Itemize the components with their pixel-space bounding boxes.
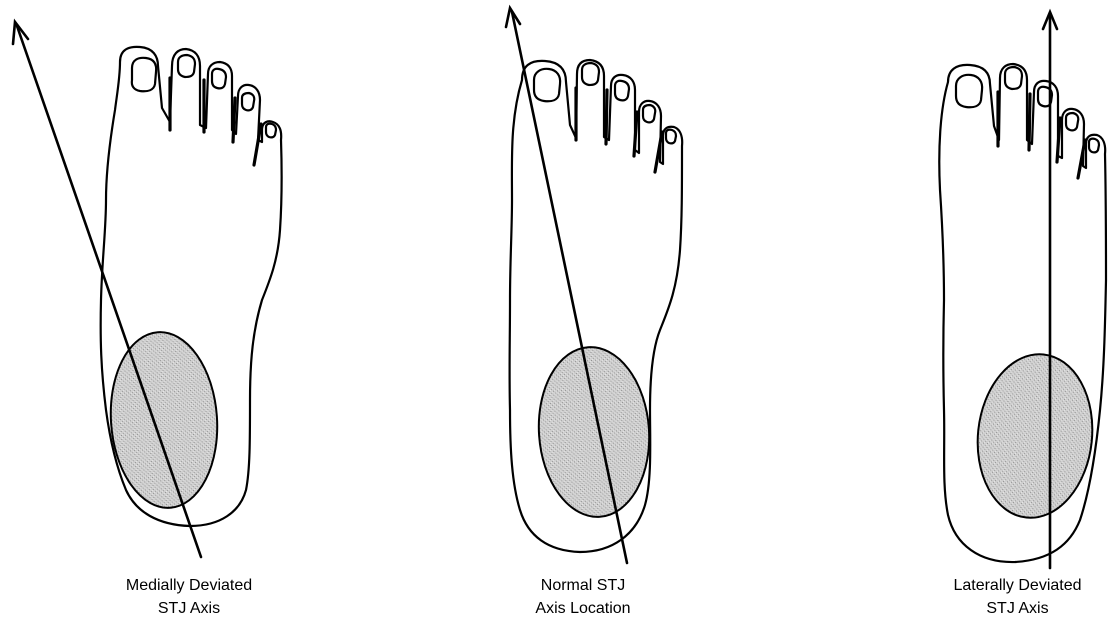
toenail-normal-5: [666, 130, 676, 144]
stj-axis-arrow-medial: [13, 22, 201, 557]
toenail-lateral-2: [1005, 67, 1022, 89]
caption-normal-line1: Normal STJ: [498, 574, 668, 597]
caption-normal-line2: Axis Location: [498, 597, 668, 620]
toenail-medial-3: [212, 69, 226, 89]
caption-medial-line1: Medially Deviated: [94, 574, 284, 597]
toenail-medial-1: [132, 58, 156, 91]
caption-lateral-line2: STJ Axis: [924, 597, 1111, 620]
toenail-normal-2: [582, 63, 599, 85]
toenail-medial-2: [178, 55, 195, 77]
caption-medial-line2: STJ Axis: [94, 597, 284, 620]
toenail-lateral-5: [1089, 139, 1099, 153]
caption-medially-deviated: Medially Deviated STJ Axis: [94, 574, 284, 620]
toenail-medial-4: [242, 93, 254, 110]
toenail-medial-5: [266, 124, 276, 138]
toenail-normal-4: [643, 105, 655, 122]
toenail-normal-1: [534, 69, 560, 101]
toenail-lateral-4: [1066, 113, 1078, 130]
caption-laterally-deviated: Laterally Deviated STJ Axis: [924, 574, 1111, 620]
toenail-lateral-1: [956, 75, 982, 107]
caption-lateral-line1: Laterally Deviated: [924, 574, 1111, 597]
toenail-normal-3: [615, 81, 629, 101]
heel-pad-normal: [533, 343, 655, 520]
heel-pad-lateral: [970, 348, 1101, 523]
caption-normal: Normal STJ Axis Location: [498, 574, 668, 620]
